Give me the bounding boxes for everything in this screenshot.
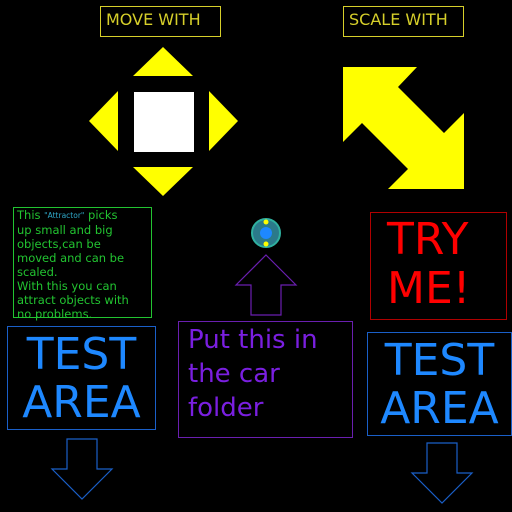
- try-me-line: TRY: [387, 214, 469, 265]
- car-folder-line: folder: [188, 393, 264, 423]
- test-area-right[interactable]: TEST AREA: [367, 332, 512, 436]
- test-area-line: AREA: [380, 383, 499, 434]
- test-area-line: TEST: [384, 335, 495, 386]
- attractor-info-panel: This "Attractor" picks up small and big …: [13, 207, 152, 321]
- attractor-info-line: moved and can be: [17, 251, 125, 265]
- resize-arrow-shape: [343, 67, 464, 189]
- car-folder-line: Put this in: [188, 325, 318, 355]
- scale-with-label: SCALE WITH: [343, 6, 464, 37]
- try-me-line: ME!: [387, 263, 471, 314]
- attractor-tag: "Attractor": [44, 211, 85, 220]
- car-folder-box: Put this in the car folder: [178, 321, 353, 438]
- attractor-info-line: no problems.: [17, 307, 93, 321]
- move-arrow-down-icon: [133, 167, 193, 196]
- attractor-info-line: up small and big: [17, 223, 113, 237]
- move-arrow-left-icon: [89, 91, 118, 151]
- move-arrow-right-icon: [209, 91, 238, 151]
- car-folder-line: the car: [188, 359, 280, 389]
- attractor-info-line: scaled.: [17, 265, 58, 279]
- test-area-line: AREA: [22, 377, 141, 428]
- move-with-text: MOVE WITH: [106, 10, 201, 29]
- test-area-left[interactable]: TEST AREA: [7, 326, 156, 430]
- attractor-info-line: This "Attractor" picks: [17, 208, 118, 222]
- attractor-info-line: objects,can be: [17, 237, 101, 251]
- move-handle-square: [134, 92, 194, 152]
- move-with-label: MOVE WITH: [100, 6, 221, 37]
- move-arrow-up-icon: [133, 47, 193, 76]
- test-area-line: TEST: [26, 329, 137, 380]
- try-me-box[interactable]: TRY ME!: [370, 212, 507, 320]
- attractor-info-line: With this you can: [17, 279, 117, 293]
- attractor-info-line: attract objects with: [17, 293, 129, 307]
- scale-with-text: SCALE WITH: [349, 10, 448, 29]
